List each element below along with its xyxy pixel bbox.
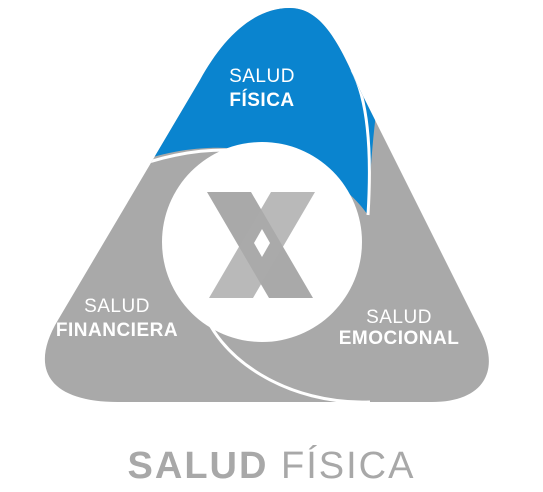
label-financiera-line2: FINANCIERA xyxy=(56,320,178,341)
label-financiera-line1: SALUD xyxy=(84,296,150,317)
label-emocional-line1: SALUD xyxy=(366,307,432,328)
label-emocional-line2: EMOCIONAL xyxy=(339,328,460,349)
label-fisica-line2: FÍSICA xyxy=(229,89,294,111)
caption-strong: SALUD xyxy=(127,445,269,487)
caption: SALUD FÍSICA xyxy=(0,442,543,490)
label-fisica-line1: SALUD xyxy=(229,66,295,87)
x-logo-icon xyxy=(207,192,315,298)
caption-light: FÍSICA xyxy=(280,445,416,487)
